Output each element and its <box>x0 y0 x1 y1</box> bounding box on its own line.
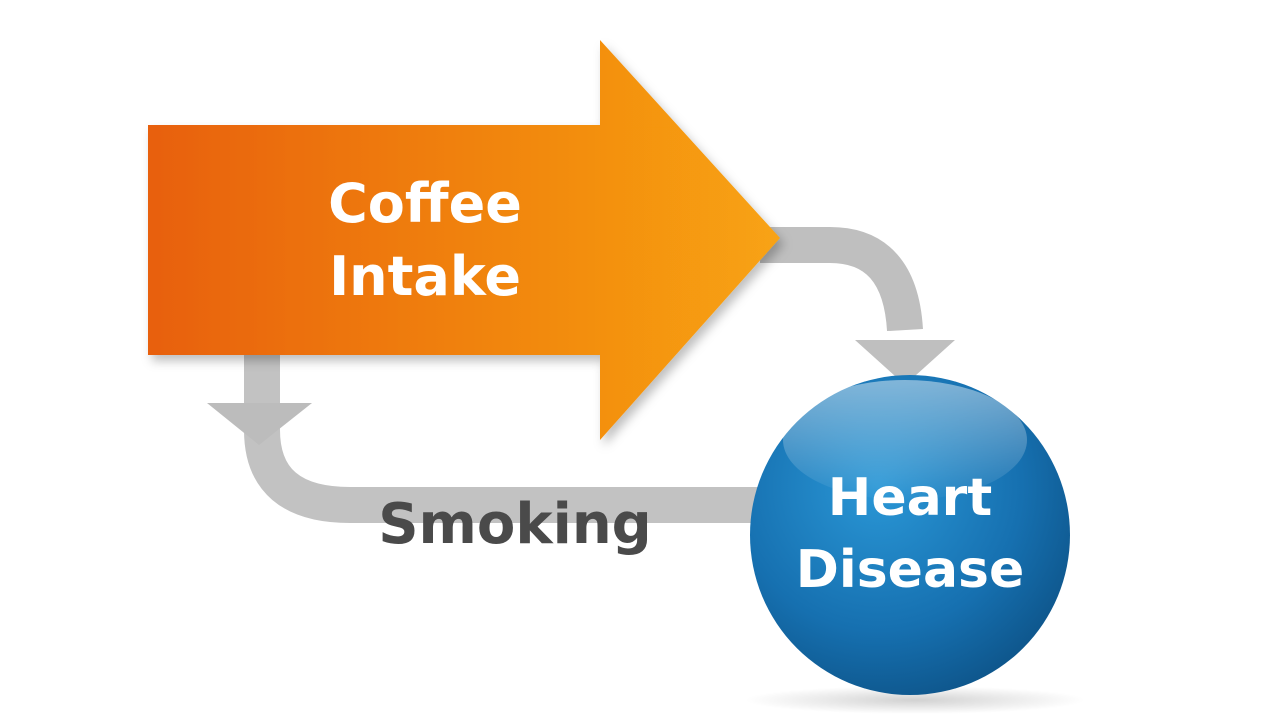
exposure-label-line2: Intake <box>329 245 521 308</box>
arrow-exposure-to-outcome <box>760 227 955 385</box>
exposure-label-line1: Coffee <box>328 172 522 235</box>
node-exposure-arrow <box>148 40 780 440</box>
confounder-label: Smoking <box>378 492 652 557</box>
node-outcome-circle <box>745 375 1085 714</box>
arrow-confounder-paths <box>207 355 760 523</box>
outcome-label-line2: Disease <box>796 540 1025 600</box>
outcome-label-line1: Heart <box>828 468 992 528</box>
